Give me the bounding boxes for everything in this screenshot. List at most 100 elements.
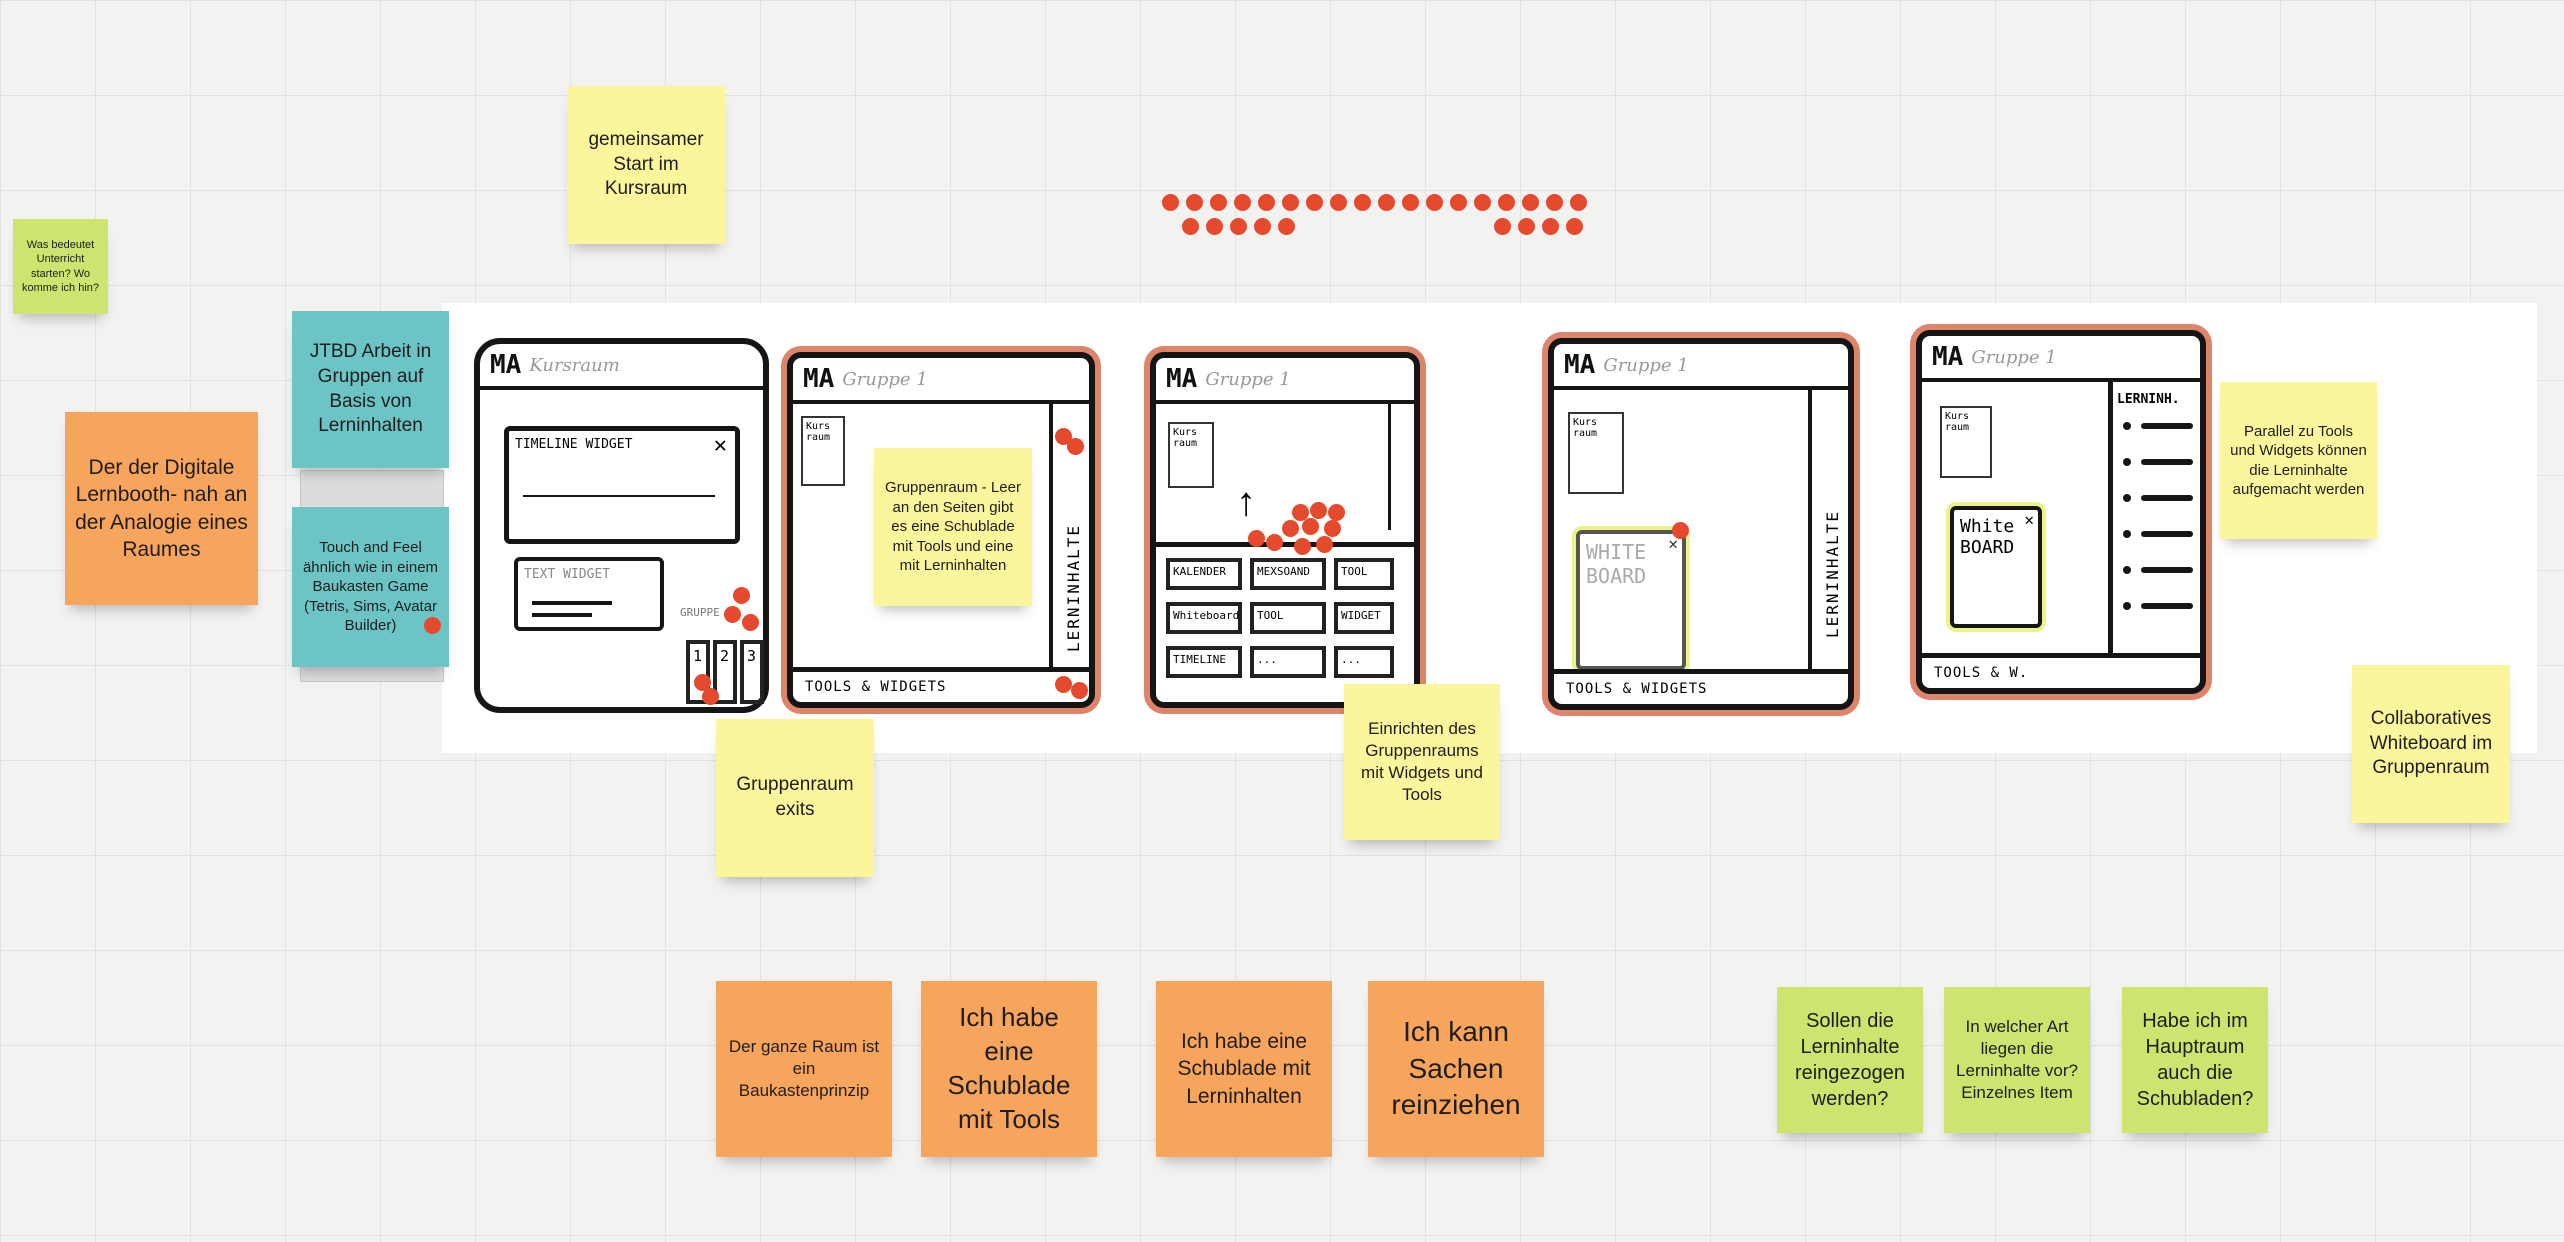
gruppe-label: GRUPPE	[680, 606, 720, 619]
whiteboard-widget[interactable]: White BOARD ✕	[1950, 506, 2042, 628]
lerninhalte-panel[interactable]: LERNINH.	[2108, 382, 2200, 658]
drawer-label: LERNINHALTE	[1064, 524, 1083, 652]
kursraum-mini[interactable]: Kurs raum	[1940, 406, 1992, 478]
widget-cell[interactable]: Whiteboard	[1166, 602, 1242, 634]
sticky-text: Einrichten des Gruppenraums mit Widgets …	[1361, 718, 1483, 805]
sticky-text: gemeinsamer Start im Kursraum	[588, 128, 704, 200]
vote-dot	[1055, 676, 1072, 693]
widget-cell[interactable]: WIDGET	[1334, 602, 1394, 634]
vote-dot	[1522, 194, 1539, 211]
sticky-hauptraum-schubladen[interactable]: Habe ich im Hauptraum auch die Schublade…	[2122, 987, 2268, 1133]
sticky-schublade-lerninhalten[interactable]: Ich habe eine Schublade mit Lerninhalten	[1156, 981, 1332, 1157]
sticky-jtbd[interactable]: JTBD Arbeit in Gruppen auf Basis von Ler…	[292, 311, 449, 468]
widget-cell[interactable]: TIMELINE	[1166, 646, 1242, 678]
close-icon[interactable]: ✕	[2024, 510, 2034, 529]
sticky-text: Sollen die Lerninhalte reingezogen werde…	[1794, 1010, 1906, 1110]
drawer-label: TOOLS & WIDGETS	[805, 679, 947, 695]
sticky-lerninhalte-reinziehen[interactable]: Sollen die Lerninhalte reingezogen werde…	[1777, 987, 1923, 1133]
sticky-text: Gruppenraum exits	[736, 774, 854, 820]
text-widget[interactable]: TEXT WIDGET	[514, 557, 664, 631]
sticky-einrichten[interactable]: Einrichten des Gruppenraums mit Widgets …	[1344, 684, 1500, 840]
drawer-label: LERNINHALTE	[1823, 510, 1842, 638]
widget-cell[interactable]: TOOL	[1250, 602, 1326, 634]
kursraum-mini[interactable]: Kurs raum	[1168, 422, 1214, 488]
sticky-sachen-reinziehen[interactable]: Ich kann Sachen reinziehen	[1368, 981, 1544, 1157]
sticky-text: Collaboratives Whiteboard im Gruppenraum	[2369, 707, 2493, 779]
sketch-title: MA	[1564, 350, 1596, 380]
lerninhalte-drawer[interactable]: LERNINHALTE	[1049, 404, 1089, 672]
whiteboard-widget[interactable]: WHITE BOARD ✕	[1576, 530, 1686, 670]
vote-dot	[1546, 194, 1563, 211]
sticky-touch-feel[interactable]: Touch and Feel ähnlich wie in einem Bauk…	[292, 507, 449, 667]
sticky-baukastenprinzip[interactable]: Der ganze Raum ist ein Baukastenprinzip	[716, 981, 892, 1157]
timeline-widget[interactable]: TIMELINE WIDGET ✕	[504, 426, 740, 544]
sketch-subtitle: Gruppe 1	[1603, 354, 1689, 376]
sketch-gruppe-widgets[interactable]: MA Gruppe 1 Kurs raum ↑ KALENDER MEXSOAN…	[1150, 352, 1420, 708]
vote-dot	[1292, 504, 1309, 521]
sticky-text: Touch and Feel ähnlich wie in einem Bauk…	[302, 539, 439, 635]
tools-widgets-drawer[interactable]: TOOLS & WIDGETS	[793, 667, 1089, 702]
content-item-line[interactable]	[2141, 567, 2193, 573]
vote-dot	[1566, 218, 1583, 235]
arrow-up-icon: ↑	[1236, 480, 1256, 524]
vote-dot	[1071, 682, 1088, 699]
tools-widgets-drawer[interactable]: TOOLS & W.	[1922, 653, 2200, 688]
sticky-schublade-tools[interactable]: Ich habe eine Schublade mit Tools	[921, 981, 1097, 1157]
vote-dot	[1450, 194, 1467, 211]
widget-cell[interactable]: MEXSOAND	[1250, 558, 1326, 590]
vote-dot	[1302, 518, 1319, 535]
close-icon[interactable]: ✕	[713, 433, 727, 458]
sticky-gruppenraum-leer[interactable]: Gruppenraum - Leer an den Seiten gibt es…	[874, 448, 1032, 606]
vote-dot	[1254, 218, 1271, 235]
sketch-titlebar: MA Gruppe 1	[793, 358, 1089, 404]
vote-dot	[1402, 194, 1419, 211]
vote-dot	[1248, 530, 1265, 547]
group-tab[interactable]: 1	[686, 640, 710, 704]
sticky-kursraum-start[interactable]: gemeinsamer Start im Kursraum	[567, 86, 725, 244]
sticky-text: Ich habe eine Schublade mit Tools	[947, 1002, 1071, 1134]
widget-cell[interactable]: KALENDER	[1166, 558, 1242, 590]
kursraum-mini[interactable]: Kurs raum	[801, 416, 845, 486]
vote-dot	[1206, 218, 1223, 235]
sticky-text: Der der Digitale Lernbooth- nah an der A…	[75, 455, 248, 561]
sketch-gruppe-lerninhalte[interactable]: MA Gruppe 1 Kurs raum White BOARD ✕ LERN…	[1916, 330, 2206, 694]
widget-cell[interactable]: ...	[1334, 646, 1394, 678]
group-tab[interactable]: 3	[740, 640, 764, 704]
vote-dot	[1542, 218, 1559, 235]
sketch-gruppe-whiteboard[interactable]: MA Gruppe 1 Kurs raum WHITE BOARD ✕ LERN…	[1548, 338, 1854, 710]
content-item-line[interactable]	[2141, 459, 2193, 465]
sketch-title: MA	[1932, 342, 1964, 372]
vote-dot	[1162, 194, 1179, 211]
sticky-lernbooth[interactable]: Der der Digitale Lernbooth- nah an der A…	[65, 412, 258, 605]
content-item-line[interactable]	[2141, 423, 2193, 429]
vote-dot	[1282, 520, 1299, 537]
lerninhalte-drawer[interactable]: LERNINHALTE	[1808, 390, 1848, 674]
content-item-line[interactable]	[2141, 495, 2193, 501]
sticky-collab-whiteboard[interactable]: Collaboratives Whiteboard im Gruppenraum	[2352, 665, 2510, 823]
sketch-titlebar: MA Gruppe 1	[1922, 336, 2200, 382]
kursraum-mini[interactable]: Kurs raum	[1568, 412, 1624, 494]
widget-label: White BOARD	[1960, 516, 2015, 558]
sticky-parallel-tools[interactable]: Parallel zu Tools und Widgets können die…	[2220, 382, 2377, 539]
vote-dot	[1282, 194, 1299, 211]
vote-dot	[1378, 194, 1395, 211]
sketch-kursraum[interactable]: MA Kursraum TIMELINE WIDGET ✕ TEXT WIDGE…	[474, 338, 769, 713]
vote-dot	[733, 587, 750, 604]
vote-dot	[1306, 194, 1323, 211]
tools-widgets-drawer[interactable]: TOOLS & WIDGETS	[1554, 669, 1848, 704]
close-icon[interactable]: ✕	[1668, 534, 1678, 553]
bullet-icon	[2123, 422, 2131, 430]
group-tabs[interactable]: 1 2 3	[686, 640, 764, 704]
sticky-gruppenraum-exits[interactable]: Gruppenraum exits	[716, 719, 874, 877]
sticky-unterricht-question[interactable]: Was bedeutet Unterricht starten? Wo komm…	[13, 219, 108, 314]
content-item-line[interactable]	[2141, 603, 2193, 609]
sketch-subtitle: Gruppe 1	[1205, 368, 1291, 390]
widget-cell[interactable]: TOOL	[1334, 558, 1394, 590]
group-tab[interactable]: 2	[713, 640, 737, 704]
sticky-art-lerninhalte[interactable]: In welcher Art liegen die Lerninhalte vo…	[1944, 987, 2090, 1133]
vote-dot	[1230, 218, 1247, 235]
widget-cell[interactable]: ...	[1250, 646, 1326, 678]
text-line	[532, 613, 592, 617]
sticky-text: Habe ich im Hauptraum auch die Schublade…	[2136, 1010, 2254, 1110]
content-item-line[interactable]	[2141, 531, 2193, 537]
